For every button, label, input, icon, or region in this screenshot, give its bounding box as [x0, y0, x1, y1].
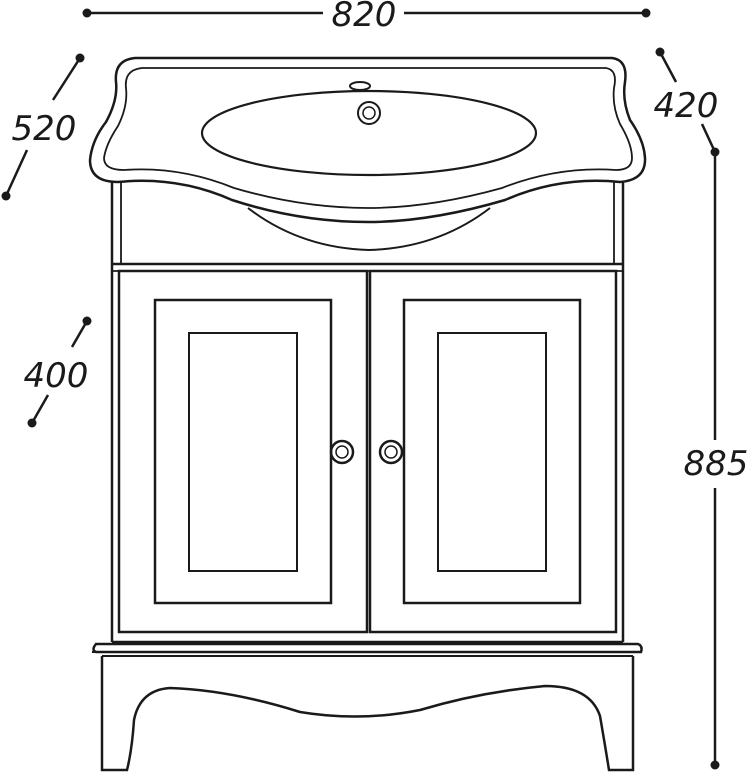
depth-total-dim-end-dot — [1, 191, 11, 201]
depth-basin-dim-start-dot — [655, 47, 665, 57]
plinth-base — [92, 642, 643, 772]
basin-inner-rim — [103, 67, 633, 209]
left-door-frame — [117, 269, 369, 634]
left-door-panel-outer — [153, 298, 333, 605]
height-dimension: 885 — [684, 152, 747, 770]
plinth-legs — [100, 656, 635, 772]
overflow-hole-inner — [362, 106, 376, 120]
right-door-panel-outer — [402, 298, 582, 605]
height-dim-end-dot — [710, 760, 720, 770]
depth-basin-dimension-label: 420 — [654, 86, 719, 126]
right-door-frame — [368, 269, 618, 634]
basin-bowl — [200, 89, 538, 177]
left-door-knob-inner — [335, 445, 349, 459]
overflow-hole — [357, 101, 381, 125]
tap-hole — [349, 81, 371, 91]
width-dim-end-dot — [641, 8, 651, 18]
basin-underside — [247, 207, 491, 252]
depth-cabinet-dim-start-dot — [82, 316, 92, 326]
depth-total-dimension: 520 — [1, 53, 85, 201]
plinth-ledge — [92, 642, 643, 654]
right-door-panel-inner — [437, 332, 547, 572]
width-dim-start-dot — [82, 8, 92, 18]
right-door-knob — [378, 439, 404, 465]
right-door — [368, 269, 618, 634]
basin-outer-rim — [88, 56, 647, 224]
depth-total-dimension-label: 520 — [12, 109, 77, 149]
depth-cabinet-dim-end-dot — [27, 418, 37, 428]
height-dimension-label: 885 — [684, 444, 747, 484]
depth-cabinet-dimension-label: 400 — [24, 356, 89, 396]
depth-cabinet-dimension: 400 — [24, 316, 92, 428]
depth-basin-dimension: 420 — [654, 47, 720, 157]
left-door — [117, 269, 369, 634]
right-door-knob-inner — [384, 445, 398, 459]
width-dimension: 820 — [82, 0, 651, 35]
left-door-panel-inner — [188, 332, 298, 572]
width-dimension-label: 820 — [332, 0, 397, 35]
depth-total-dim-start-dot — [75, 53, 85, 63]
washbasin — [88, 56, 647, 252]
left-door-knob — [329, 439, 355, 465]
